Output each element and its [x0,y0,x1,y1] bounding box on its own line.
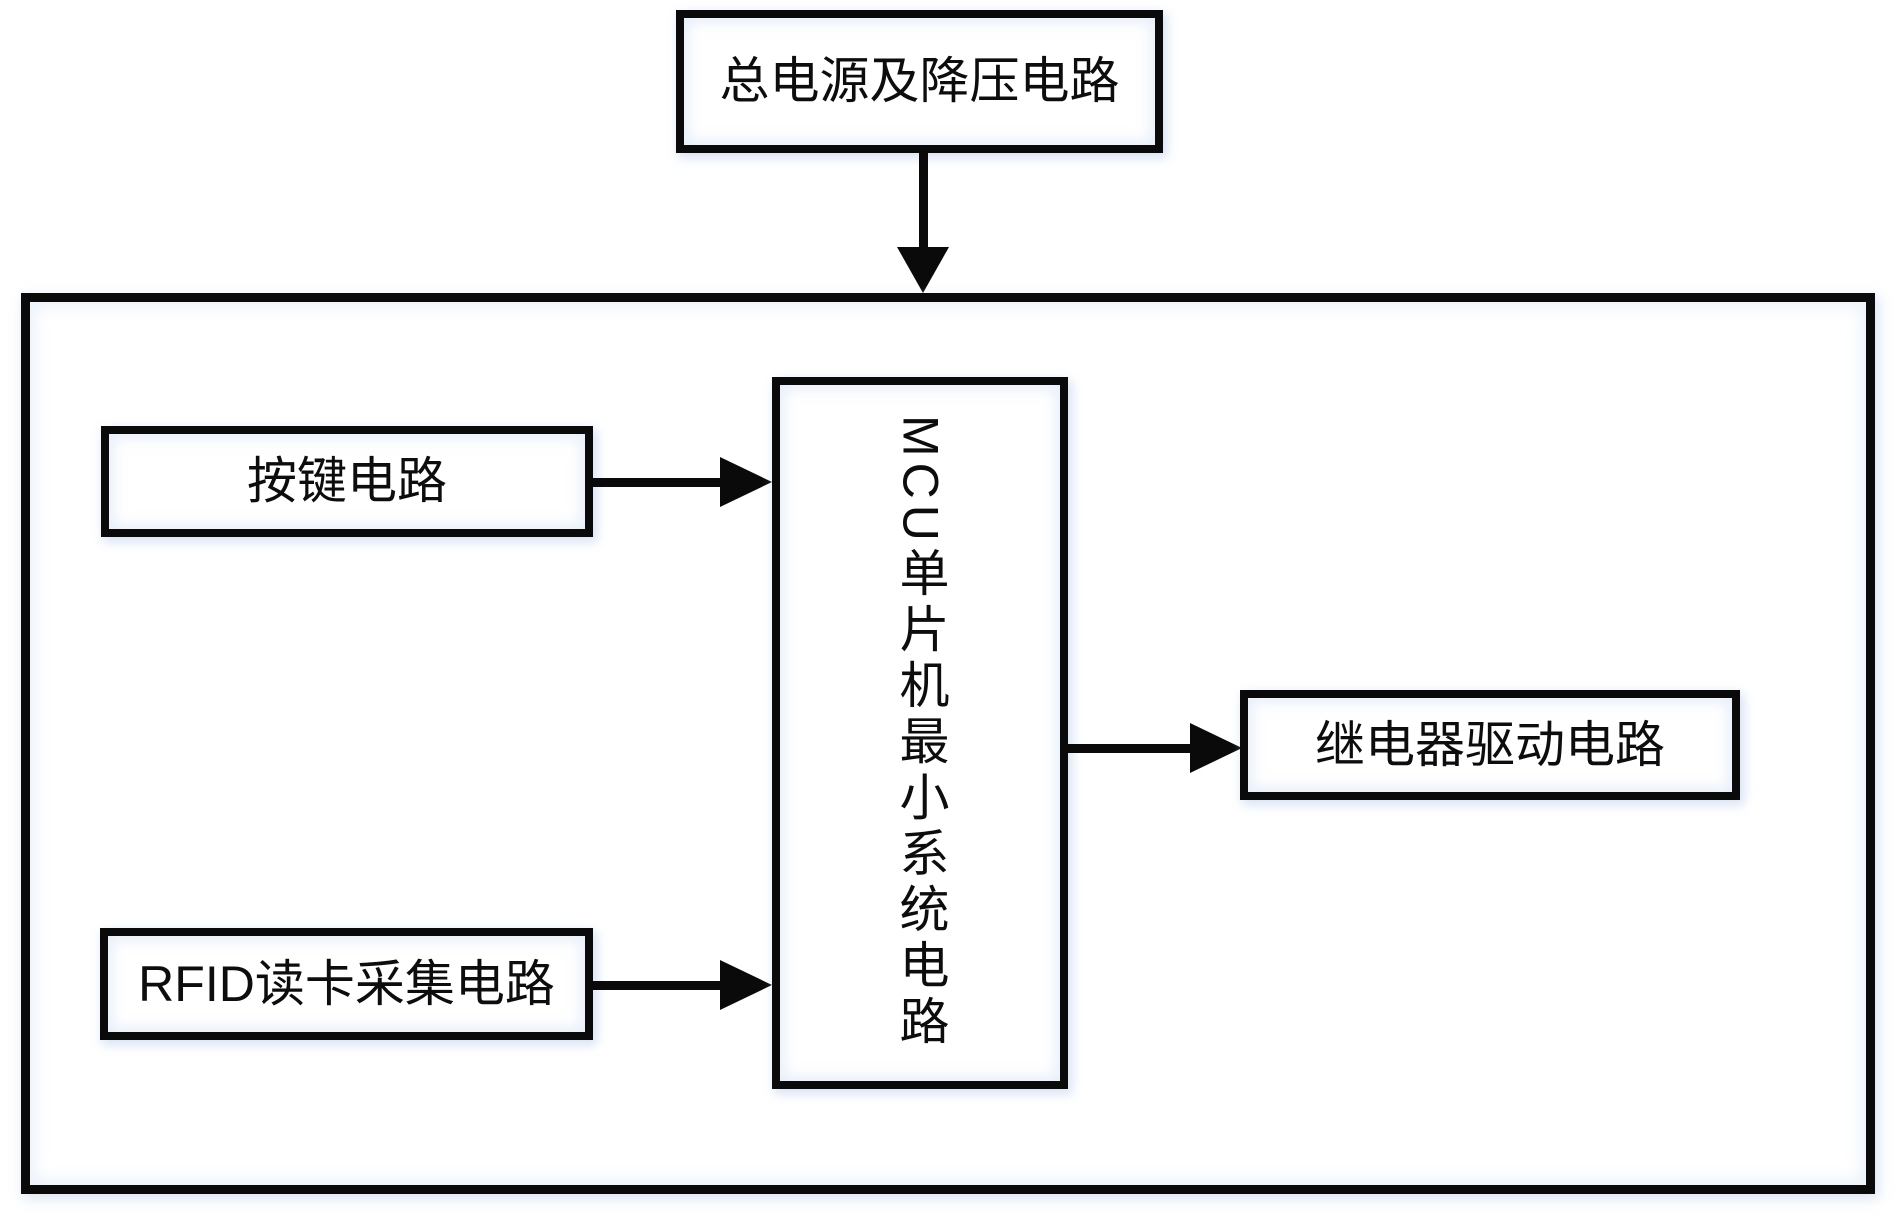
node-mcu-minimal-system-label: MCU单片机最小系统电路 [892,415,949,1051]
arrowhead-right-icon [1190,723,1242,773]
node-keypad-circuit-label: 按键电路 [247,453,447,509]
node-mcu-minimal-system: MCU单片机最小系统电路 [772,377,1068,1089]
arrowhead-right-icon [720,960,772,1010]
node-power-supply-label: 总电源及降压电路 [719,53,1120,109]
arrow-shaft [593,981,724,990]
node-relay-driver-circuit: 继电器驱动电路 [1240,690,1740,800]
node-rfid-reader-circuit: RFID读卡采集电路 [100,928,593,1040]
node-keypad-circuit: 按键电路 [101,426,593,537]
arrow-shaft [593,478,724,487]
arrowhead-right-icon [720,457,772,507]
arrow-shaft [919,152,928,252]
arrow-shaft [1068,744,1194,753]
node-relay-driver-circuit-label: 继电器驱动电路 [1315,716,1665,773]
node-power-supply: 总电源及降压电路 [676,10,1163,153]
arrowhead-down-icon [897,247,949,293]
node-rfid-reader-circuit-label: RFID读卡采集电路 [138,955,555,1012]
